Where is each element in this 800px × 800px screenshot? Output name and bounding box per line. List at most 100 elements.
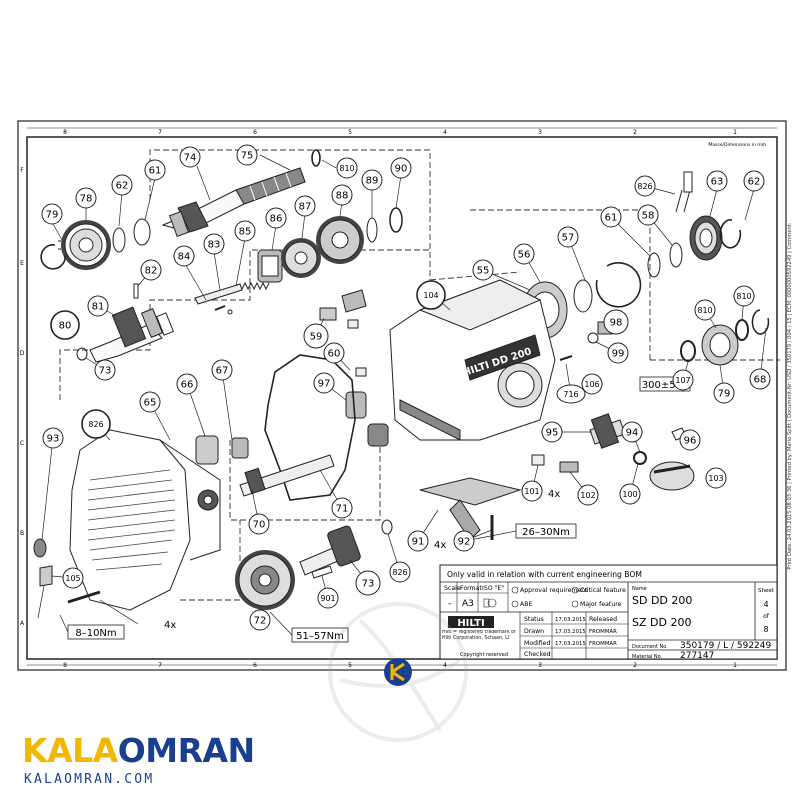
callout-label: 56 [518, 250, 531, 261]
bearing-107 [701, 324, 739, 366]
callout-label: 58 [642, 211, 655, 222]
callout-810: 810 [733, 285, 755, 307]
ring-62-right [669, 242, 683, 268]
bearing-60 [367, 423, 389, 447]
callout-label: 78 [80, 194, 93, 205]
sheet-of: of [763, 613, 770, 620]
gear-88 [316, 216, 364, 264]
callout-label: 75 [241, 151, 254, 162]
callout-label: 93 [47, 434, 60, 445]
gear-87 [281, 238, 321, 278]
callout-100: 100 [619, 483, 641, 505]
callout-66: 66 [176, 373, 198, 395]
column-number-bottom: 8 [63, 662, 67, 669]
column-number-top: 4 [443, 129, 447, 136]
logo-kala: KALA [22, 731, 118, 770]
approval-label: Approval requirement [520, 587, 588, 594]
abe-label: ABE [520, 601, 532, 608]
callout-label: 67 [216, 366, 229, 377]
callout-105: 105 [62, 567, 84, 589]
callout-label: 88 [336, 191, 349, 202]
callout-99: 99 [607, 342, 629, 364]
row-letter: E [20, 260, 24, 267]
callout-92: 92 [453, 530, 475, 552]
projection-symbol-icon [483, 598, 497, 608]
key-72 [311, 565, 333, 579]
callout-86: 86 [265, 207, 287, 229]
bracket-901 [39, 565, 53, 587]
qty-101: 4x [434, 540, 446, 551]
document-number: 350179 / L / 592249 [680, 641, 772, 651]
column-number-bottom: 6 [253, 662, 257, 669]
drawn-label: Drawn [524, 628, 544, 635]
callout-75: 75 [236, 144, 258, 166]
callout-79: 79 [41, 203, 63, 225]
screw-105 [67, 590, 101, 604]
part-104-b [341, 289, 367, 313]
callout-label: 107 [675, 376, 690, 385]
callout-103: 103 [705, 467, 727, 489]
callout-label: 91 [412, 537, 425, 548]
callout-label: 61 [605, 213, 618, 224]
watermark-logo-icon [384, 658, 412, 686]
callout-label: 96 [684, 436, 697, 447]
callout-label: 86 [270, 214, 283, 225]
callout-label: 59 [310, 332, 323, 343]
callout-101: 101 [521, 480, 543, 502]
callout-106: 106 [581, 373, 603, 395]
callout-67: 67 [211, 359, 233, 381]
callout-61: 61 [600, 206, 622, 228]
callout-901: 901 [317, 587, 339, 609]
row-letter: A [20, 620, 25, 627]
title-block: Only valid in relation with current engi… [439, 564, 778, 661]
oring-810-top [311, 149, 321, 167]
callout-93: 93 [42, 427, 64, 449]
gear-86 [257, 249, 283, 283]
circlip-62 [719, 219, 742, 249]
critical-label: Critical feature [580, 587, 626, 594]
callout-85: 85 [234, 220, 256, 242]
row-letter: B [20, 530, 24, 537]
ball-85 [227, 309, 233, 315]
callout-label: 55 [477, 266, 490, 277]
circlip-79 [40, 244, 66, 270]
row-letter: C [20, 440, 24, 447]
callout-label: 62 [748, 177, 761, 188]
material-number: 277147 [680, 651, 714, 661]
bearing-59 [345, 391, 367, 419]
callout-74: 74 [179, 146, 201, 168]
shaft-71 [299, 525, 361, 576]
ring-90 [389, 207, 403, 233]
callout-57: 57 [557, 226, 579, 248]
callout-810: 810 [336, 157, 358, 179]
callout-80: 80 [50, 310, 80, 340]
callout-79: 79 [713, 382, 735, 404]
gasket-92 [264, 354, 356, 501]
column-number-top: 6 [253, 129, 257, 136]
material-label: Material No. [632, 654, 663, 660]
oring-810-b [735, 319, 749, 341]
major-label: Major feature [580, 601, 622, 608]
callout-96: 96 [679, 429, 701, 451]
callout-91: 91 [407, 530, 429, 552]
spring-83 [237, 281, 270, 291]
pin-84 [194, 283, 243, 305]
drawn-date: 17.03.2015 [555, 629, 586, 635]
dimensions-note: Masse/Dimensions in mm [708, 142, 766, 148]
callout-826: 826 [81, 409, 111, 439]
status-label: Status [524, 616, 544, 623]
oring-96 [633, 451, 647, 465]
shaft-93 [589, 413, 626, 449]
tool-826-top [675, 171, 693, 213]
annotations: 300±5ml 26–30Nm 8–10Nm 51–57Nm 4x 4x 4x [59, 376, 691, 643]
shaft-74 [161, 167, 306, 238]
row-letter: F [20, 167, 24, 174]
callout-88: 88 [331, 184, 353, 206]
callout-label: 61 [149, 166, 162, 177]
callout-label: 99 [612, 349, 625, 360]
motor-housing-65 [69, 429, 221, 611]
pin-82 [133, 283, 139, 299]
iso-label: ISO "E" [482, 585, 504, 592]
